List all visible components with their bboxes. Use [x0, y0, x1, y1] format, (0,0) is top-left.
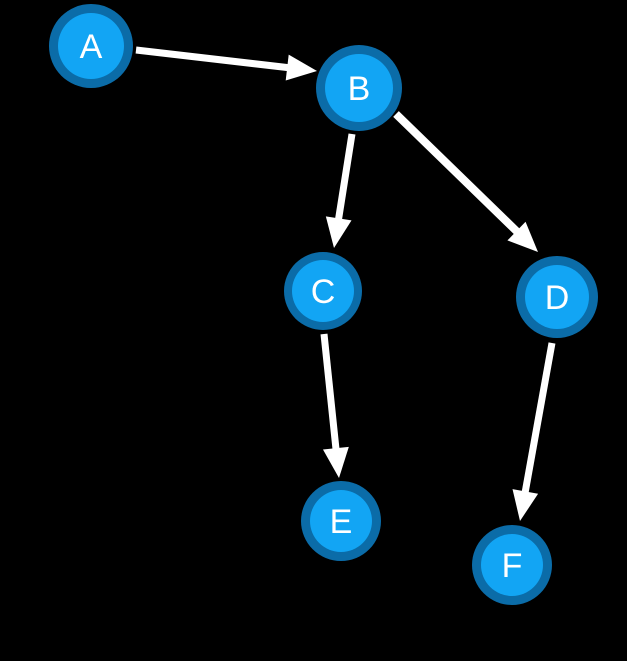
edge-line — [334, 133, 356, 222]
node-fill — [310, 490, 372, 552]
graph-edge — [320, 333, 349, 478]
edge-arrowhead-icon — [507, 221, 538, 252]
node-fill — [525, 265, 589, 329]
node-label: D — [545, 279, 570, 317]
node-fill — [292, 260, 354, 322]
graph-edge — [135, 46, 317, 81]
graph-node-e[interactable]: E — [301, 481, 381, 561]
edge-line — [135, 46, 291, 72]
edge-arrowhead-icon — [322, 446, 349, 478]
graph-node-a[interactable]: A — [49, 4, 133, 88]
nodes-layer: A B C D E F — [49, 4, 598, 605]
graph-edge — [325, 133, 356, 248]
edge-line — [393, 111, 522, 237]
graph-edge — [512, 342, 556, 521]
edge-arrowhead-icon — [285, 54, 317, 81]
node-fill — [481, 534, 543, 596]
graph-node-b[interactable]: B — [316, 45, 402, 131]
edge-line — [521, 342, 556, 496]
edge-arrowhead-icon — [512, 489, 539, 521]
node-label: A — [80, 28, 103, 66]
node-label: E — [330, 503, 353, 541]
graph-edge — [393, 111, 538, 252]
graph-node-f[interactable]: F — [472, 525, 552, 605]
node-fill — [325, 54, 393, 122]
graph-node-d[interactable]: D — [516, 256, 598, 338]
node-label: C — [311, 273, 336, 311]
edge-arrowhead-icon — [325, 216, 352, 248]
node-label: F — [502, 547, 523, 585]
edge-line — [320, 333, 340, 452]
graph-node-c[interactable]: C — [284, 252, 362, 330]
node-fill — [58, 13, 124, 79]
node-label: B — [348, 70, 371, 108]
edges-layer — [135, 46, 556, 521]
